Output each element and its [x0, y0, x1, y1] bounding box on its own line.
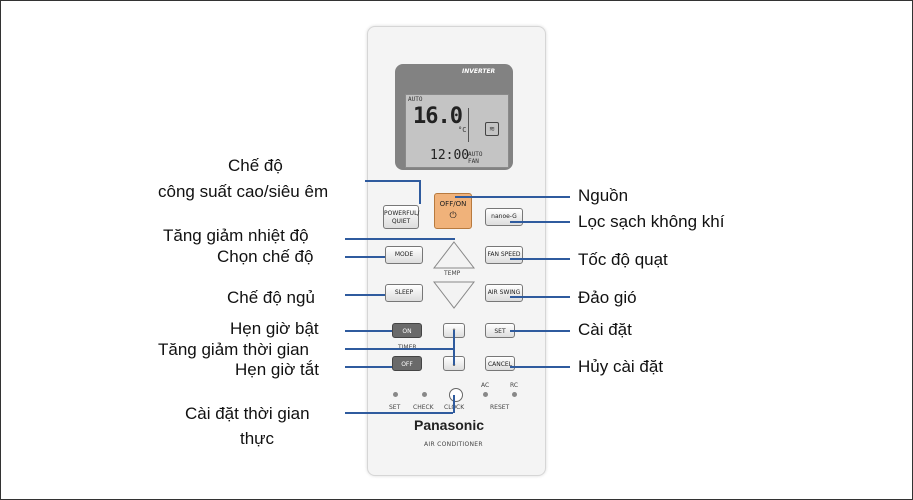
- label-mode: Chọn chế độ: [217, 247, 314, 266]
- temp-updown-control: [432, 241, 476, 309]
- reset-label: RESET: [490, 404, 510, 411]
- cancel-button[interactable]: CANCEL: [485, 356, 515, 371]
- air-swing-button[interactable]: AIR SWING: [485, 284, 523, 302]
- temp-down-icon[interactable]: [432, 281, 476, 309]
- leader-power: [455, 196, 570, 198]
- brand-subtitle: AIR CONDITIONER: [424, 441, 483, 448]
- leader-timer-off: [345, 366, 392, 368]
- leader-powerful-h: [365, 180, 420, 182]
- mode-button[interactable]: MODE: [385, 246, 423, 264]
- set-small-label: SET: [389, 404, 401, 411]
- offon-label: OFF/ON: [439, 200, 467, 208]
- lcd-mode: AUTO: [408, 96, 423, 103]
- leader-fan-speed: [510, 258, 570, 260]
- rc-label: RC: [510, 382, 519, 389]
- leader-cancel: [510, 366, 570, 368]
- label-time-updown: Tăng giảm thời gian: [158, 340, 310, 359]
- brand-logo: Panasonic: [414, 417, 485, 433]
- temp-caption: TEMP: [444, 270, 461, 277]
- leader-clock-v: [453, 395, 455, 413]
- quiet-label: QUIET: [391, 218, 411, 225]
- ac-label: AC: [481, 382, 490, 389]
- label-power: Nguồn: [578, 186, 629, 205]
- ac-reset-pinhole[interactable]: [483, 392, 488, 397]
- lcd-unit: °C: [458, 126, 467, 134]
- inverter-logo: INVERTER: [462, 68, 496, 75]
- label-cancel: Hủy cài đặt: [578, 357, 664, 376]
- timer-off-button[interactable]: OFF: [392, 356, 422, 371]
- label-clock-line2: thực: [240, 429, 275, 448]
- lcd-fan-label: FAN: [468, 158, 479, 165]
- powerful-quiet-button[interactable]: POWERFUL/ QUIET: [383, 205, 419, 229]
- fan-speed-button[interactable]: FAN SPEED: [485, 246, 523, 264]
- label-temp-updown: Tăng giảm nhiệt độ: [163, 226, 309, 245]
- check-pinhole[interactable]: [422, 392, 427, 397]
- rc-reset-pinhole[interactable]: [512, 392, 517, 397]
- leader-powerful: [419, 180, 421, 204]
- power-icon: ⏻: [449, 211, 457, 221]
- leader-sleep: [345, 294, 385, 296]
- lcd-fan-auto: AUTO: [468, 151, 483, 158]
- lcd-screen: [405, 94, 509, 168]
- leader-timer-on: [345, 330, 392, 332]
- label-air-clean: Lọc sạch không khí: [578, 212, 725, 231]
- leader-nanoe: [510, 221, 570, 223]
- lcd-divider: [468, 108, 469, 142]
- nanoe-g-button[interactable]: nanoe-G: [485, 208, 523, 226]
- leader-time-updown-v: [453, 330, 455, 365]
- lcd-temperature: 16.0: [413, 104, 463, 129]
- leader-time-updown: [345, 348, 453, 350]
- check-label: CHECK: [413, 404, 434, 411]
- label-timer-off: Hẹn giờ tắt: [235, 360, 319, 379]
- label-timer-on: Hẹn giờ bật: [230, 319, 319, 338]
- offon-button[interactable]: OFF/ON ⏻: [434, 193, 472, 229]
- clock-button[interactable]: [449, 388, 463, 402]
- leader-swing: [510, 296, 570, 298]
- set-pinhole[interactable]: [393, 392, 398, 397]
- leader-temp: [345, 238, 455, 240]
- label-powerful-quiet-line2: công suất cao/siêu êm: [158, 182, 329, 201]
- label-powerful-quiet-line1: Chế độ: [228, 156, 283, 175]
- leader-clock: [345, 412, 453, 414]
- lcd-swing-icon: ≋: [485, 122, 499, 136]
- leader-set: [510, 330, 570, 332]
- label-sleep: Chế độ ngủ: [227, 288, 315, 307]
- label-swing: Đảo gió: [578, 288, 637, 307]
- temp-up-icon[interactable]: [432, 241, 476, 269]
- sleep-button[interactable]: SLEEP: [385, 284, 423, 302]
- timer-on-button[interactable]: ON: [392, 323, 422, 338]
- timer-caption: TIMER: [398, 344, 417, 351]
- powerful-label: POWERFUL/: [384, 210, 420, 217]
- leader-mode: [345, 256, 385, 258]
- label-fan-speed: Tốc độ quạt: [578, 250, 668, 269]
- lcd-time: 12:00: [430, 148, 470, 163]
- label-set: Cài đặt: [578, 320, 632, 339]
- label-clock-line1: Cài đặt thời gian: [185, 404, 310, 423]
